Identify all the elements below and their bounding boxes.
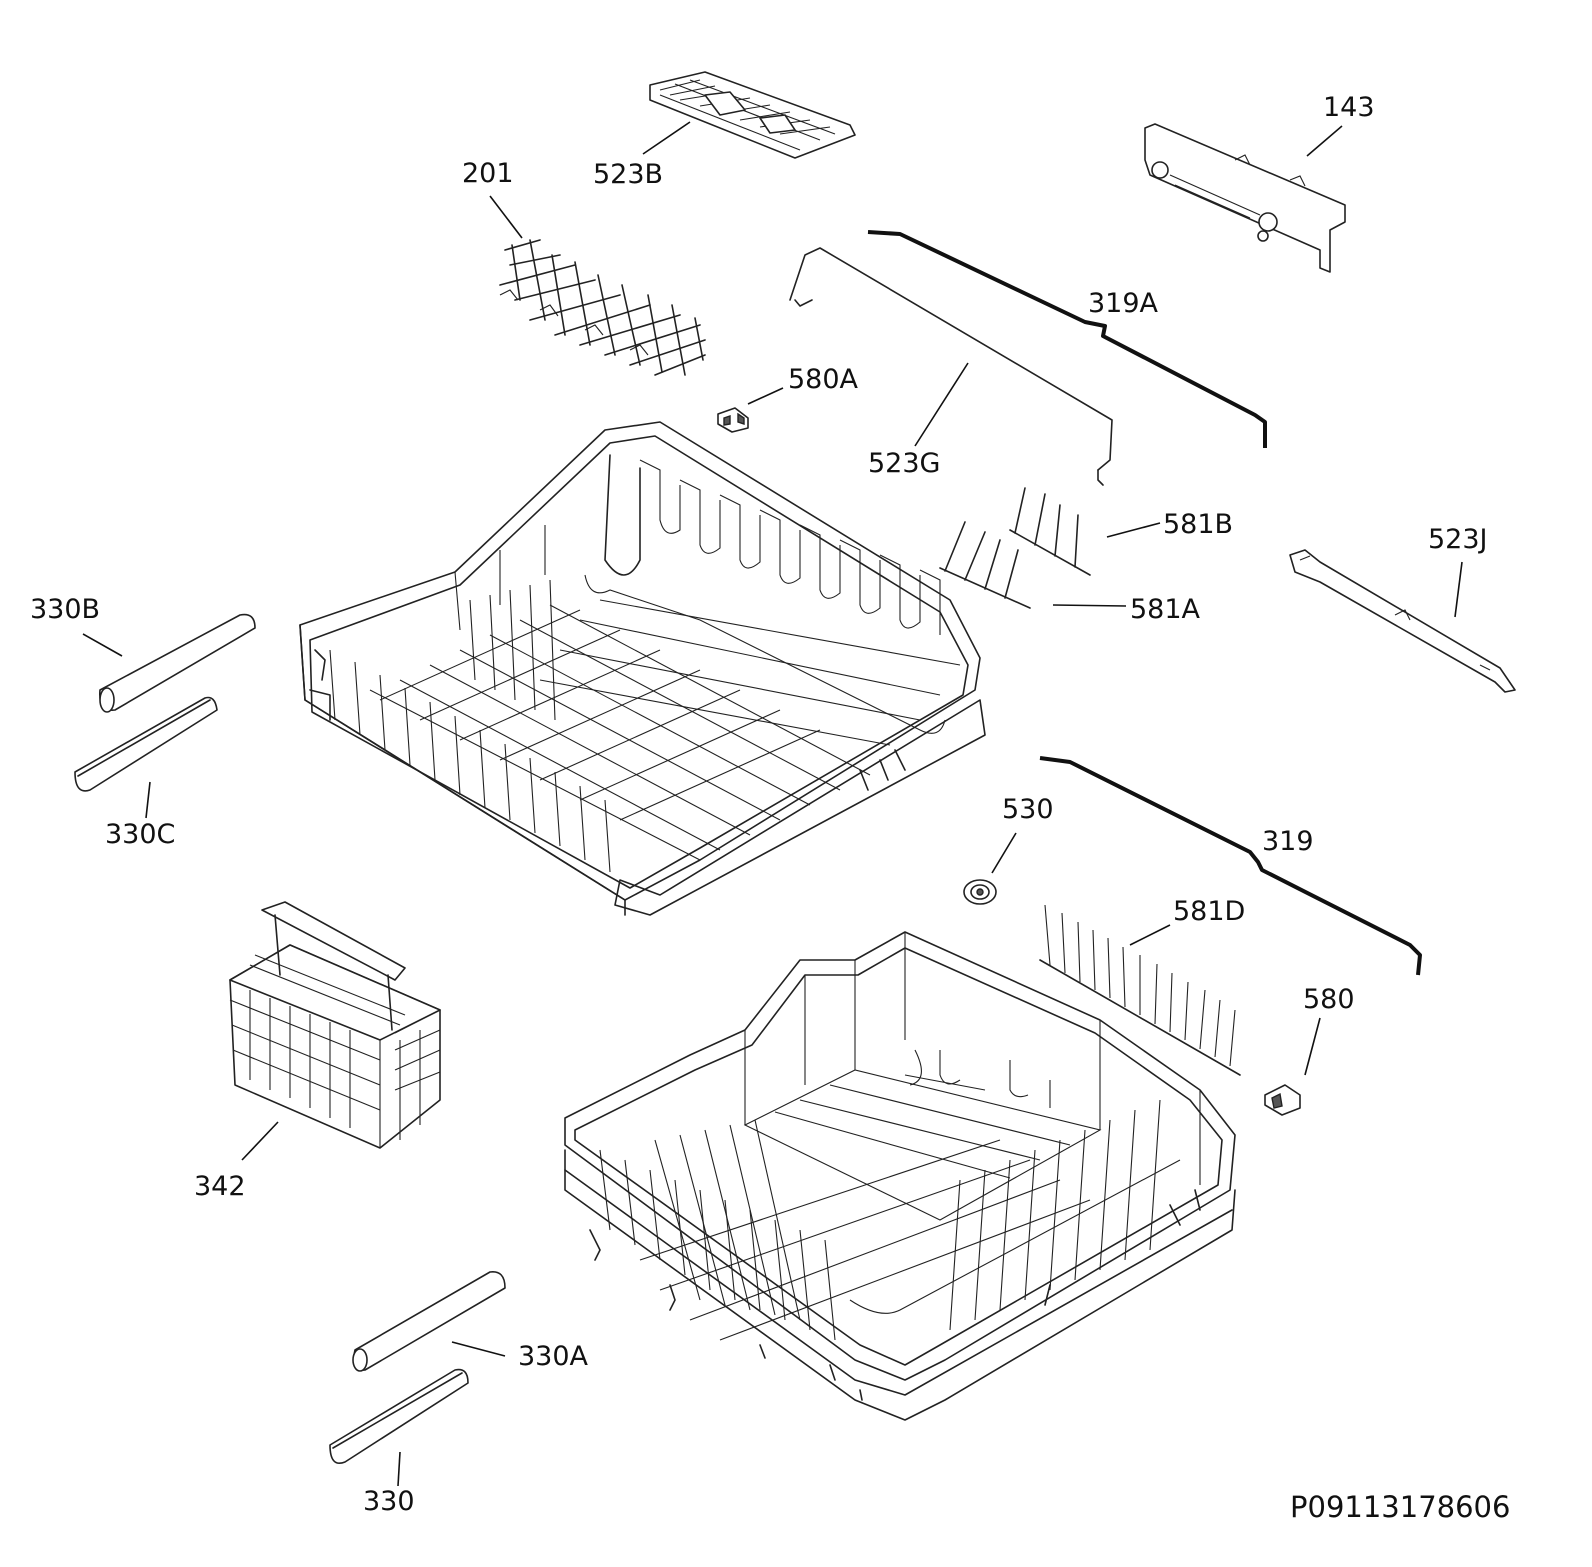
drawing-code: P09113178606	[1290, 1490, 1510, 1524]
part-523j-bracket[interactable]	[1289, 549, 1516, 693]
part-330c-roller[interactable]	[74, 696, 218, 792]
label-330b: 330B	[30, 594, 100, 625]
part-330-roller[interactable]	[329, 1368, 469, 1464]
leader-330a	[451, 1341, 506, 1357]
label-330: 330	[363, 1486, 415, 1517]
label-580a: 580A	[788, 364, 859, 395]
leader-523b	[642, 121, 691, 155]
leader-581a	[1052, 604, 1127, 607]
label-143: 143	[1323, 92, 1375, 123]
part-530-wheel[interactable]	[963, 879, 997, 905]
part-201-clips[interactable]	[499, 239, 706, 376]
part-342-cutlery-basket[interactable]	[229, 901, 441, 1149]
label-319: 319	[1262, 826, 1314, 857]
part-523b-cup-shelf[interactable]	[649, 71, 856, 159]
part-580-clip[interactable]	[1264, 1084, 1301, 1116]
lower-basket[interactable]	[564, 931, 1236, 1421]
label-581a: 581A	[1130, 594, 1201, 625]
leader-581b	[1106, 522, 1161, 538]
leader-330	[397, 1451, 401, 1487]
leader-523j	[1454, 561, 1463, 618]
part-581d-tines[interactable]	[1039, 904, 1241, 1076]
part-143-bracket[interactable]	[1144, 123, 1346, 273]
leader-580	[1304, 1017, 1321, 1076]
leader-523g	[914, 362, 969, 447]
label-330a: 330A	[518, 1341, 589, 1372]
part-319a-rail[interactable]	[867, 230, 1267, 448]
label-580: 580	[1303, 984, 1355, 1015]
leader-580a	[747, 387, 784, 405]
leader-143	[1306, 125, 1343, 157]
part-330a-roller[interactable]	[352, 1271, 506, 1372]
label-581b: 581B	[1163, 509, 1233, 540]
leader-581d	[1129, 924, 1171, 946]
label-319a: 319A	[1088, 288, 1159, 319]
label-523b: 523B	[593, 159, 663, 190]
part-580a-clip[interactable]	[717, 407, 749, 433]
part-330b-roller[interactable]	[98, 613, 256, 713]
label-342: 342	[194, 1171, 246, 1202]
upper-basket[interactable]	[299, 421, 986, 916]
label-330c: 330C	[105, 819, 175, 850]
part-319-rail[interactable]	[1039, 756, 1422, 976]
label-530: 530	[1002, 794, 1054, 825]
leader-330c	[145, 781, 151, 819]
label-201: 201	[462, 158, 514, 189]
label-581d: 581D	[1173, 896, 1245, 927]
part-581a-tines[interactable]	[939, 521, 1031, 609]
leader-330b	[82, 633, 123, 657]
leader-201	[489, 195, 523, 239]
part-581b-tines[interactable]	[1009, 487, 1091, 576]
leader-530	[991, 832, 1017, 874]
leader-342	[241, 1121, 279, 1161]
part-523g-wire-rod[interactable]	[789, 247, 1113, 486]
label-523g: 523G	[868, 448, 940, 479]
label-523j: 523J	[1428, 524, 1488, 555]
